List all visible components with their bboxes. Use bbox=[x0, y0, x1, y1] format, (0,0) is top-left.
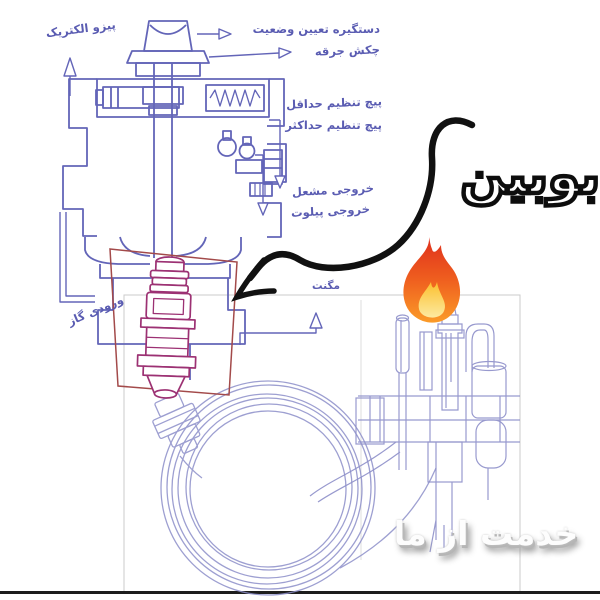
solenoid-coil-drawing bbox=[136, 256, 197, 399]
coil-callout-text: بوبین bbox=[458, 144, 600, 209]
bottom-divider-line bbox=[0, 591, 600, 594]
label-max-adjust-screw: پیچ تنظیم حداکثر bbox=[285, 118, 382, 132]
pilot-assembly-sketch bbox=[309, 303, 520, 555]
coil-highlight-box bbox=[109, 248, 238, 396]
hand-drawn-arrow bbox=[231, 117, 476, 302]
label-magnet: مگنت bbox=[311, 280, 340, 292]
watermark-text: خدمت از ما bbox=[393, 514, 579, 553]
valve-schematic bbox=[59, 20, 323, 380]
flame-icon bbox=[403, 237, 461, 323]
thermocouple-coil-sketch bbox=[152, 380, 437, 596]
label-status-handle: دستگیره تعیین وضعیت bbox=[252, 22, 380, 36]
